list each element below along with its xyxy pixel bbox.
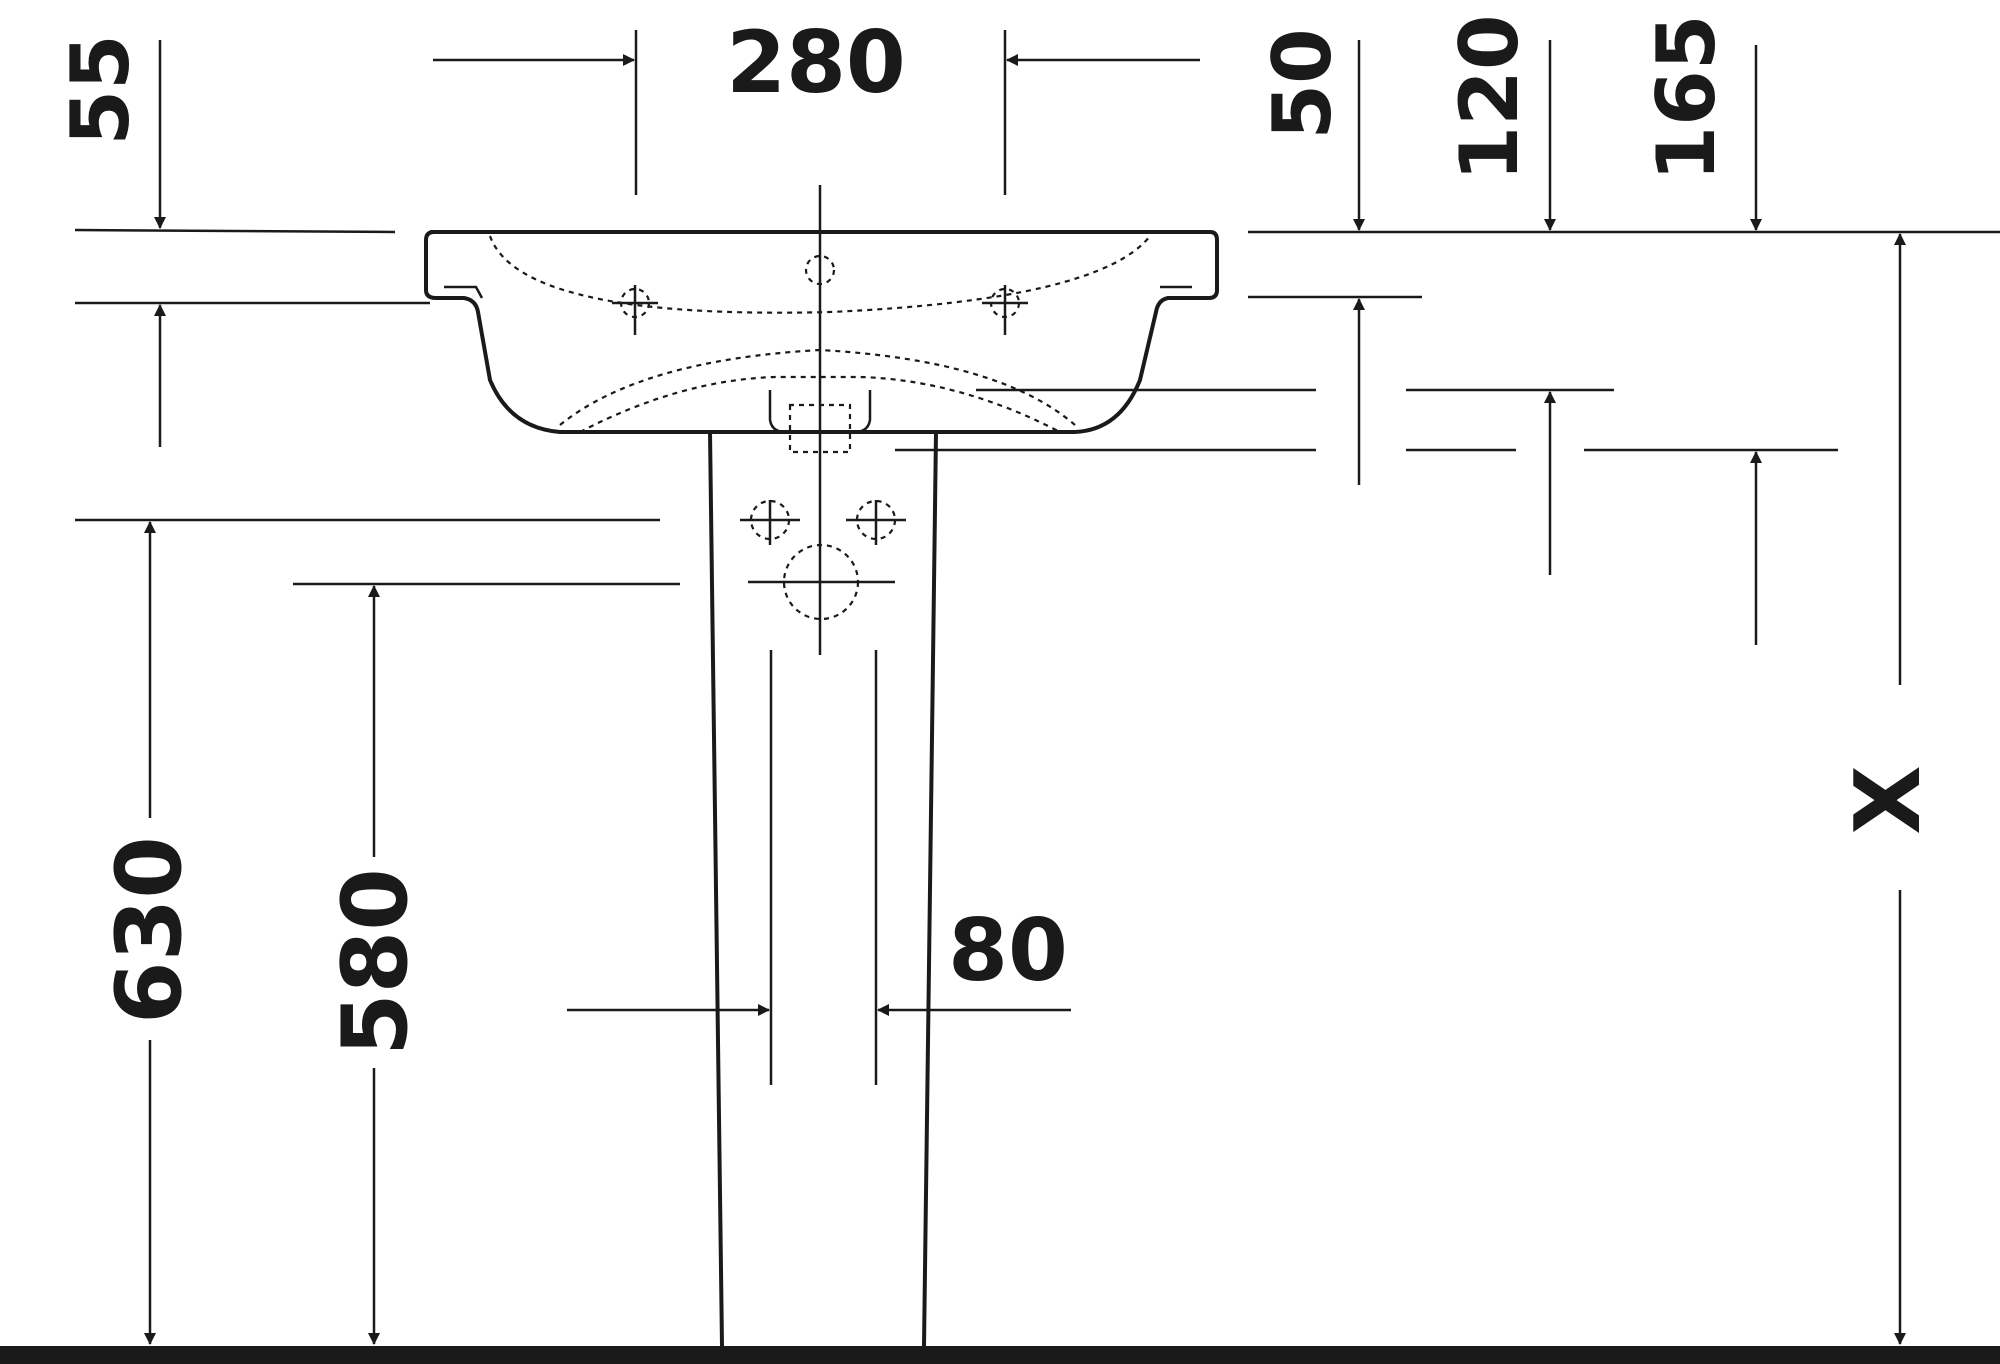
dim-280-label: 280	[726, 13, 906, 113]
dim-120-label: 120	[1443, 15, 1536, 182]
dim-50-label: 50	[1256, 28, 1349, 139]
dim-80-label: 80	[948, 901, 1068, 1001]
dimension-lines	[74, 30, 2000, 1345]
dim-580-label: 580	[323, 868, 428, 1056]
dim-55-label: 55	[54, 34, 147, 145]
dim-x-label: X	[1836, 765, 1941, 834]
floor-line	[0, 1346, 2000, 1364]
dim-630-label: 630	[97, 836, 202, 1024]
washbasin	[424, 185, 1219, 655]
pedestal	[708, 431, 938, 1347]
dim-165-label: 165	[1640, 15, 1733, 182]
